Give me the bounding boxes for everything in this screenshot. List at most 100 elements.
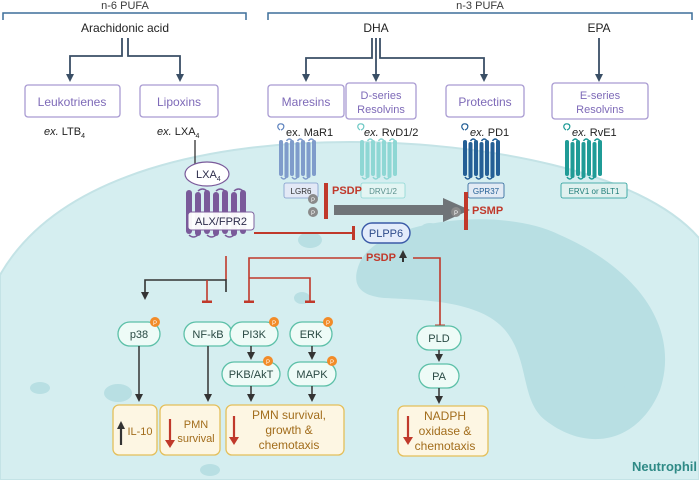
d-resolvins-line2: Resolvins: [357, 104, 405, 116]
lipoxins-label: Lipoxins: [157, 95, 201, 109]
p38-label: p38: [130, 329, 148, 341]
helix-segment: [393, 140, 397, 176]
helix-segment: [365, 142, 370, 178]
e-resolvins-line1: E-series: [580, 90, 621, 102]
node-pa: PA: [418, 363, 460, 389]
node-pld: PLD: [416, 325, 462, 351]
example-mar1: ex. MaR1: [286, 127, 333, 139]
mediator-maresins-box: Maresins: [267, 84, 345, 118]
nucleus: [30, 219, 666, 476]
svg-text:P: P: [326, 321, 330, 327]
mediator-leukotrienes-box: Leukotrienes: [24, 84, 121, 118]
helix-segment: [496, 140, 500, 176]
helix-loops: [361, 138, 396, 180]
helix-segment: [306, 142, 311, 178]
helix-segment: [565, 140, 569, 176]
outcome-nadph-box: NADPH oxidase & chemotaxis: [397, 405, 489, 457]
mediator-protectins-box: Protectins: [445, 84, 525, 118]
helix-segment: [479, 142, 484, 178]
helix-segment: [592, 142, 597, 178]
helix-segment: [598, 140, 602, 176]
helix-segment: [295, 142, 300, 178]
receptor-lgr6-tag: LGR6: [283, 182, 319, 199]
plpp6-node: PLPP6: [361, 222, 411, 244]
receptor-drv-icon: [360, 138, 397, 180]
example-rve1: ex. RvE1: [572, 127, 617, 139]
dha-label: DHA: [363, 21, 388, 35]
pi3k-label: PI3K: [242, 329, 267, 341]
p38-phospho: [150, 317, 160, 327]
psdp-membrane-group: PSDP P P: [308, 183, 362, 219]
alx-downstream-lines: [141, 256, 227, 303]
pmn-growth-label-3: chemotaxis: [259, 438, 320, 452]
helix-loops: [188, 188, 244, 238]
node-pkb: PKB/AkT P: [221, 356, 281, 387]
alx-ligand-label: LXA4: [196, 169, 221, 183]
erk-phospho: [323, 317, 333, 327]
gpr37-label: GPR37: [473, 187, 500, 196]
mapk-phospho: [327, 356, 337, 366]
helix-segment: [312, 140, 316, 176]
d-resolvins-line1: D-series: [361, 90, 402, 102]
node-nfkb: NF-kB: [183, 321, 233, 347]
svg-text:P: P: [330, 360, 334, 366]
receptor-gpr37-tag: GPR37: [467, 182, 505, 199]
helix-loops: [464, 138, 499, 180]
helix-segment: [360, 140, 364, 176]
erv-label: ERV1 or BLT1: [569, 187, 620, 196]
psdp-inhibition-lines: [244, 257, 445, 327]
helix-segment: [387, 142, 392, 178]
helix-segment: [581, 142, 586, 178]
node-pi3k: PI3K P: [229, 317, 279, 347]
node-erk: ERK P: [289, 317, 333, 347]
helix-segment: [376, 142, 381, 178]
helix-segment: [587, 140, 591, 176]
mediator-e-resolvins-box: E-series Resolvins: [551, 82, 649, 120]
receptor-lgr6-icon: [279, 138, 316, 180]
helix-segment: [576, 140, 580, 176]
helix-segment: [490, 142, 495, 178]
erk-label: ERK: [300, 329, 323, 341]
arachidonic-acid-label: Arachidonic acid: [81, 21, 169, 35]
psdp-phospho-2: [308, 207, 318, 217]
helix-segment: [382, 140, 386, 176]
helix-segment: [284, 142, 289, 178]
example-pd1: ex. PD1: [470, 127, 509, 139]
receptor-gpr37-icon: [463, 138, 500, 180]
helix-segment: [485, 140, 489, 176]
svg-text:P: P: [266, 360, 270, 366]
psdp-to-psmp-arrow: [334, 198, 470, 222]
nadph-label-2: oxidase &: [419, 424, 472, 438]
neutrophil-cell: [0, 140, 699, 481]
pmn-label-2: survival: [177, 433, 214, 445]
helix-loops: [566, 138, 601, 180]
protectins-label: Protectins: [458, 95, 511, 109]
pmn-label-1: PMN: [184, 419, 209, 431]
nfkb-label: NF-kB: [192, 329, 223, 341]
psdp-membrane-label: PSDP: [332, 185, 362, 197]
nadph-label-3: chemotaxis: [415, 439, 476, 453]
psmp-label: PSMP: [472, 205, 503, 217]
pmn-growth-label-2: growth &: [265, 423, 312, 437]
nadph-label-1: NADPH: [424, 409, 466, 423]
helix-segment: [290, 140, 294, 176]
il10-label: IL-10: [127, 426, 152, 438]
maresins-label: Maresins: [282, 95, 331, 109]
plpp6-label: PLPP6: [369, 228, 403, 240]
psdp-cytosol-label: PSDP: [366, 252, 396, 264]
svg-text:P: P: [311, 198, 315, 204]
psmp-membrane-group: PSMP P: [451, 192, 503, 230]
mediator-d-resolvins-box: D-series Resolvins: [345, 82, 417, 120]
leukotrienes-label: Leukotrienes: [38, 95, 107, 109]
outcome-pmn-growth-box: PMN survival, growth & chemotaxis: [225, 404, 345, 456]
drv-label: DRV1/2: [369, 187, 397, 196]
psdp-phospho-1: [308, 194, 318, 204]
neutrophil-label: Neutrophil: [632, 459, 697, 474]
svg-text:P: P: [454, 211, 458, 217]
mediator-lipoxins-box: Lipoxins: [139, 84, 219, 118]
example-ltb4: ex. LTB4: [44, 126, 85, 140]
pi3k-phospho: [269, 317, 279, 327]
receptor-erv-tag: ERV1 or BLT1: [560, 182, 628, 199]
